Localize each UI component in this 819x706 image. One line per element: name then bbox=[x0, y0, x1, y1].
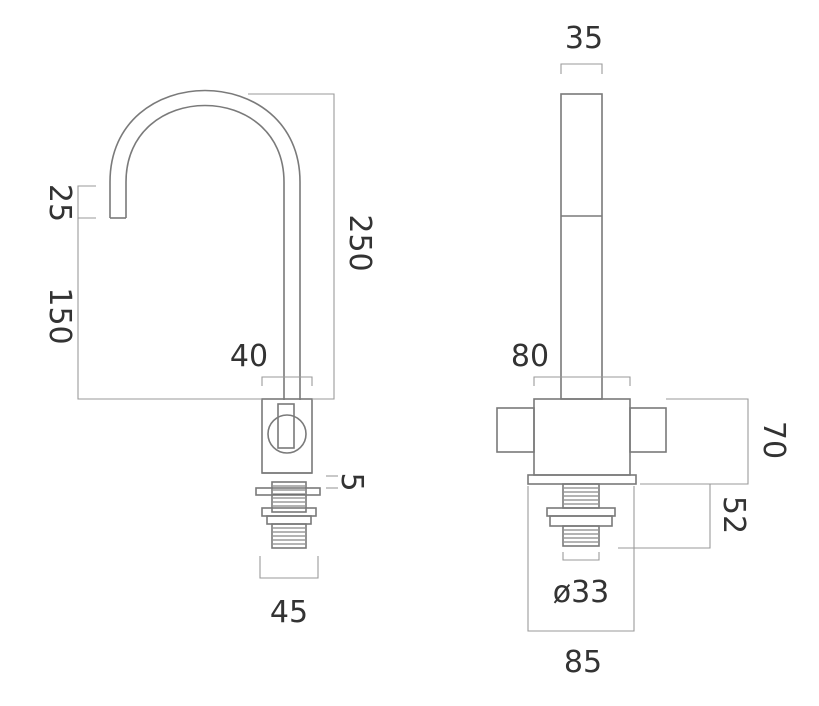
spout-outline-outer bbox=[109, 89, 301, 400]
front-body bbox=[533, 398, 631, 476]
dim-35-bracket bbox=[560, 63, 603, 74]
label-front-body-width: 80 bbox=[511, 339, 549, 374]
spout-outline-inner bbox=[125, 104, 285, 400]
front-handle-left bbox=[496, 407, 535, 453]
front-shank-threads bbox=[564, 487, 598, 543]
dim-250-bracket bbox=[248, 93, 335, 400]
side-body bbox=[261, 398, 313, 474]
dim-70-bracket bbox=[640, 398, 749, 485]
dim-25-bracket bbox=[77, 185, 96, 219]
label-spout-tip-height: 25 bbox=[42, 184, 77, 222]
front-nut bbox=[549, 515, 613, 527]
label-body-height: 70 bbox=[756, 421, 791, 459]
dim-40-bracket bbox=[261, 376, 313, 386]
side-shank-upper bbox=[271, 481, 307, 513]
label-shank-diameter: ø33 bbox=[553, 575, 610, 610]
label-shank-length: 52 bbox=[716, 496, 751, 534]
label-side-base-width: 45 bbox=[270, 595, 308, 630]
label-body-width: 40 bbox=[230, 339, 268, 374]
label-gap: 5 bbox=[334, 472, 369, 491]
side-shank-lower bbox=[271, 523, 307, 549]
handle-circle bbox=[267, 414, 307, 454]
front-washer bbox=[546, 507, 616, 517]
front-handle-right bbox=[629, 407, 667, 453]
dim-85-bracket bbox=[527, 486, 635, 632]
dim-150-line bbox=[77, 218, 262, 400]
handle-lever bbox=[277, 403, 295, 449]
side-nut bbox=[266, 515, 312, 525]
front-shank-lower bbox=[562, 525, 600, 547]
dim-52-bracket bbox=[618, 483, 711, 549]
front-spout bbox=[560, 93, 603, 400]
label-front-base-width: 85 bbox=[564, 645, 602, 680]
dim-33-bracket bbox=[562, 552, 600, 561]
front-base-plate bbox=[527, 474, 637, 485]
dim-45-bracket bbox=[259, 556, 319, 579]
dim-80-bracket bbox=[533, 376, 631, 386]
label-spout-width: 35 bbox=[565, 21, 603, 56]
label-spout-height: 150 bbox=[42, 287, 77, 344]
side-view: 25 150 250 40 5 45 bbox=[42, 89, 377, 630]
label-overall-height: 250 bbox=[342, 214, 377, 271]
side-base-plate bbox=[255, 487, 321, 496]
side-shank-threads bbox=[273, 485, 305, 545]
front-view: 35 80 70 52 ø33 85 bbox=[496, 21, 791, 680]
